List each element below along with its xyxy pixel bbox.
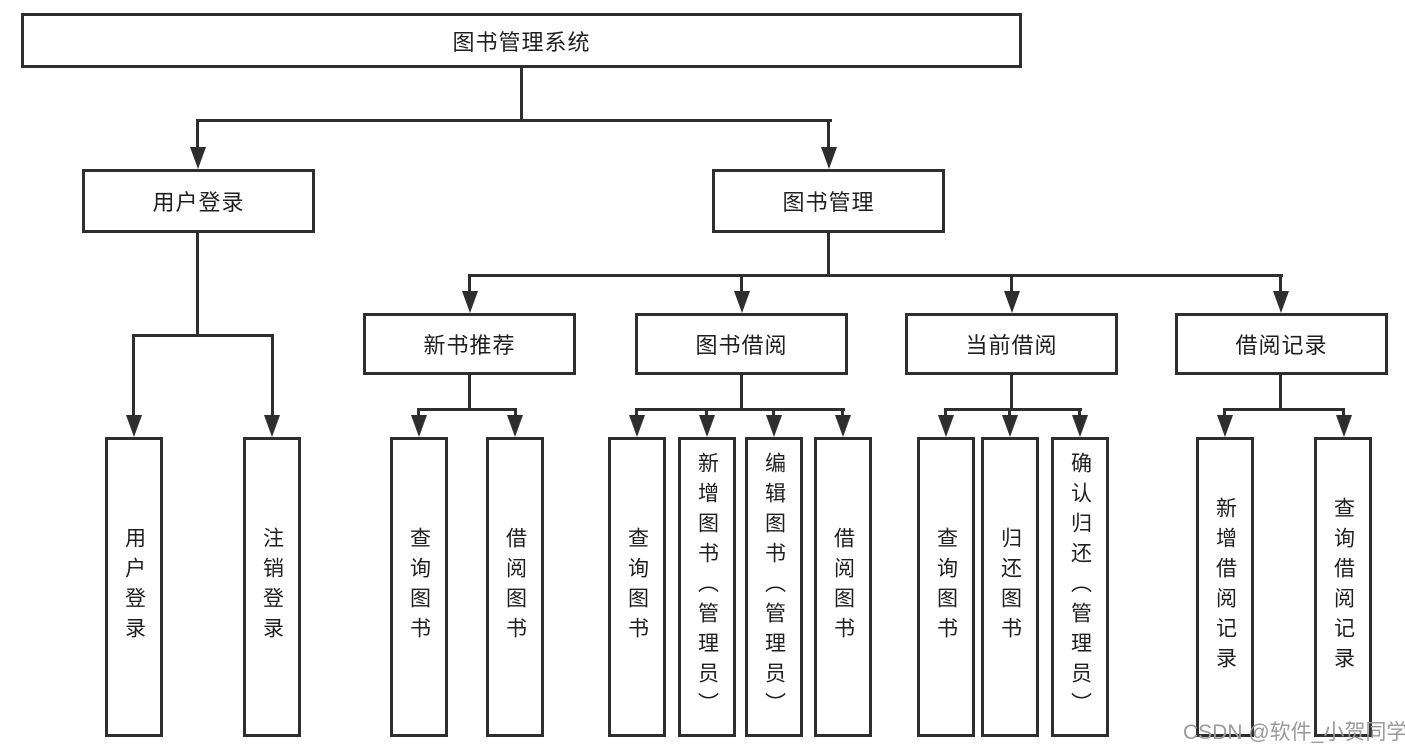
- leaf-add-borrow-record: 新增借阅记录: [1196, 437, 1254, 737]
- connector-vline: [827, 120, 830, 149]
- node-new-book-recommend: 新书推荐: [363, 313, 576, 375]
- connector-vline: [132, 334, 135, 415]
- leaf-label: 归还图书: [998, 527, 1022, 647]
- leaf-label: 查询图书: [407, 527, 431, 647]
- arrow-down-icon: [938, 415, 954, 437]
- connector-vline: [468, 274, 471, 292]
- connector-vline: [1078, 408, 1081, 416]
- arrow-down-icon: [629, 415, 645, 437]
- arrow-down-icon: [1336, 415, 1352, 437]
- node-borrow-record: 借阅记录: [1175, 313, 1388, 375]
- arrow-down-icon: [507, 415, 523, 437]
- leaf-label: 编辑图书（管理员）: [762, 452, 786, 722]
- node-label: 用户登录: [152, 190, 245, 215]
- arrow-down-icon: [190, 147, 206, 169]
- leaf-borrow-book-recommend: 借阅图书: [486, 437, 544, 737]
- leaf-borrow-book: 借阅图书: [814, 437, 872, 737]
- arrow-down-icon: [699, 415, 715, 437]
- connector-hline: [635, 408, 845, 411]
- arrow-down-icon: [1004, 291, 1020, 313]
- connector-vline: [1279, 274, 1282, 292]
- leaf-label: 新增图书（管理员）: [695, 452, 719, 722]
- leaf-label: 借阅图书: [831, 527, 855, 647]
- leaf-confirm-return-admin: 确认归还（管理员）: [1051, 437, 1109, 737]
- connector-vline: [468, 375, 471, 409]
- arrow-down-icon: [1072, 415, 1088, 437]
- connector-vline: [740, 274, 743, 292]
- connector-vline: [1223, 408, 1226, 416]
- leaf-label: 借阅图书: [503, 527, 527, 647]
- arrow-down-icon: [835, 415, 851, 437]
- leaf-return-book: 归还图书: [981, 437, 1039, 737]
- connector-hline: [468, 274, 1283, 277]
- node-label: 图书管理: [782, 190, 875, 215]
- connector-vline: [417, 408, 420, 416]
- arrow-down-icon: [766, 415, 782, 437]
- arrow-down-icon: [821, 147, 837, 169]
- connector-vline: [271, 334, 274, 415]
- leaf-query-borrow-record: 查询借阅记录: [1314, 437, 1372, 737]
- arrow-down-icon: [264, 415, 280, 437]
- connector-vline: [514, 408, 517, 416]
- node-label: 新书推荐: [423, 333, 516, 358]
- leaf-label: 注销登录: [260, 527, 284, 647]
- leaf-user-login: 用户登录: [105, 437, 163, 737]
- leaf-query-book-current: 查询图书: [917, 437, 975, 737]
- arrow-down-icon: [411, 415, 427, 437]
- node-book-borrow: 图书借阅: [635, 313, 848, 375]
- csdn-watermark: CSDN @软件_小贺同学: [1183, 721, 1405, 744]
- connector-hline: [417, 408, 517, 411]
- connector-vline: [841, 408, 844, 416]
- connector-vline: [196, 233, 199, 335]
- connector-hline: [196, 119, 832, 122]
- node-library-management-system: 图书管理系统: [21, 13, 1022, 68]
- leaf-label: 用户登录: [122, 527, 146, 647]
- leaf-label: 查询借阅记录: [1331, 497, 1355, 677]
- arrow-down-icon: [462, 291, 478, 313]
- leaf-add-book-admin: 新增图书（管理员）: [678, 437, 736, 737]
- connector-hline: [944, 408, 1082, 411]
- leaf-edit-book-admin: 编辑图书（管理员）: [745, 437, 803, 737]
- connector-vline: [705, 408, 708, 416]
- leaf-query-book-recommend: 查询图书: [390, 437, 448, 737]
- node-user-login: 用户登录: [82, 169, 315, 233]
- connector-vline: [635, 408, 638, 416]
- node-label: 图书借阅: [695, 333, 788, 358]
- arrow-down-icon: [1217, 415, 1233, 437]
- connector-vline: [1010, 274, 1013, 292]
- connector-vline: [827, 233, 830, 275]
- leaf-label: 新增借阅记录: [1213, 497, 1237, 677]
- connector-vline: [520, 68, 523, 120]
- connector-vline: [1279, 375, 1282, 409]
- connector-vline: [1010, 375, 1013, 409]
- leaf-label: 查询图书: [625, 527, 649, 647]
- leaf-label: 确认归还（管理员）: [1068, 452, 1092, 722]
- arrow-down-icon: [734, 291, 750, 313]
- leaf-logout: 注销登录: [243, 437, 301, 737]
- arrow-down-icon: [1002, 415, 1018, 437]
- leaf-query-book-borrow: 查询图书: [608, 437, 666, 737]
- connector-vline: [772, 408, 775, 416]
- node-book-management: 图书管理: [712, 169, 945, 233]
- leaf-label: 查询图书: [934, 527, 958, 647]
- connector-vline: [740, 375, 743, 409]
- arrow-down-icon: [1273, 291, 1289, 313]
- connector-vline: [944, 408, 947, 416]
- connector-hline: [132, 334, 274, 337]
- connector-vline: [1342, 408, 1345, 416]
- node-label: 图书管理系统: [452, 29, 591, 55]
- node-label: 当前借阅: [965, 333, 1058, 358]
- connector-vline: [196, 120, 199, 149]
- node-current-borrow: 当前借阅: [905, 313, 1118, 375]
- node-label: 借阅记录: [1235, 333, 1328, 358]
- arrow-down-icon: [126, 415, 142, 437]
- connector-vline: [1008, 408, 1011, 416]
- connector-hline: [1223, 408, 1345, 411]
